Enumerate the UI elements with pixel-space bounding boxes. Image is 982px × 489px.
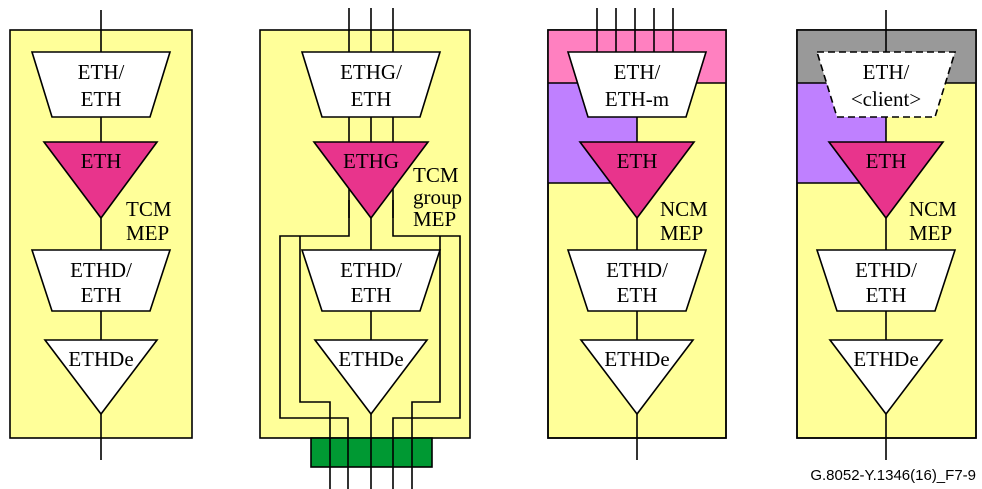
figure-id: G.8052-Y.1346(16)_F7-9 [810,467,976,484]
panel-1-mep-label-line1: TCM [126,197,172,221]
panel-3-ethde-function [579,339,695,416]
panel-2-bypass-right-inner [411,236,441,489]
panel-3-ethd-label-line1: ETHD/ [606,258,668,282]
panel-3-adaptation-function [566,51,708,118]
panel-3-ethde-label: ETHDe [604,347,669,371]
panel-2-ethde-label: ETHDe [338,347,403,371]
panel-4-ethd-adaptation-function [815,249,957,312]
panel-4-ethd-label-line1: ETHD/ [855,258,917,282]
panel-2-termination-label: ETHG [343,149,399,173]
panel-4-termination-label: ETH [866,149,907,173]
panel-3-adaptation-label-line2: ETH-m [605,87,669,111]
panel-3-adaptation-label-line1: ETH/ [614,60,661,84]
panel-2-bypass-right-outer [392,200,461,489]
panel-3-termination-label: ETH [617,149,658,173]
panel-3-ethd-adaptation-function [566,249,708,312]
panel-1-termination-function [42,141,159,220]
panel-4-mep-label-line1: NCM [909,197,957,221]
panel-3-mep-label-line2: MEP [660,221,703,245]
panel-4-mep-label-line2: MEP [909,221,952,245]
panel-1-ethd-label-line2: ETH [81,283,122,307]
panel-4-ethde-function [828,339,944,416]
panel-4-adaptation-label-line1: ETH/ [863,60,910,84]
panel-3-ethd-label-line2: ETH [617,283,658,307]
panel-2-ethde-function [313,339,429,416]
panel-2-bypass-left-outer [279,200,350,489]
panel-2-ethd-label-line1: ETHD/ [340,258,402,282]
panel-4-adaptation-function [815,51,957,118]
panel-2-bypass-left-inner [299,236,331,489]
panel-2-ethd-adaptation-function [300,249,442,312]
panel-4-ethde-label: ETHDe [853,347,918,371]
panel-4-ethd-label-line2: ETH [866,283,907,307]
panel-2-mep-label-line3: MEP [413,207,456,231]
panel-1: ETH/ ETH ETH TCM MEP ETHD/ ETH ETHDe [9,10,193,460]
panel-2-adaptation-label-line1: ETHG/ [340,60,402,84]
panel-4-termination-function [827,141,945,220]
panel-1-termination-label: ETH [81,149,122,173]
panel-1-ethd-label-line1: ETHD/ [70,258,132,282]
panel-1-ethde-label: ETHDe [68,347,133,371]
panel-1-adaptation-label-line1: ETH/ [78,60,125,84]
panel-1-adaptation-label-line2: ETH [81,87,122,111]
panel-2-ethd-label-line2: ETH [351,283,392,307]
panel-2-mep-label-line2: group [413,185,462,209]
panel-2-mep-label-line1: TCM [413,163,459,187]
panel-4: ETH/ <client> ETH NCM MEP ETHD/ ETH ETHD… [796,10,977,460]
panel-3-mep-label-line1: NCM [660,197,708,221]
panel-4-adaptation-label-line2: <client> [851,87,921,111]
panel-2-termination-function [312,141,430,220]
panel-3-termination-function [578,141,696,220]
panel-3: ETH/ ETH-m ETH NCM MEP ETHD/ ETH ETHDe [547,8,727,460]
panel-2-adaptation-label-line2: ETH [351,87,392,111]
panel-2: ETHG/ ETH ETHG TCM group MEP ETHD/ ETH E… [259,8,471,489]
panel-1-mep-label-line2: MEP [126,221,169,245]
panel-1-adaptation-function [30,51,172,118]
panel-2-adaptation-function [300,51,442,118]
panel-1-ethd-adaptation-function [30,249,172,312]
panel-1-ethde-function [43,339,159,416]
